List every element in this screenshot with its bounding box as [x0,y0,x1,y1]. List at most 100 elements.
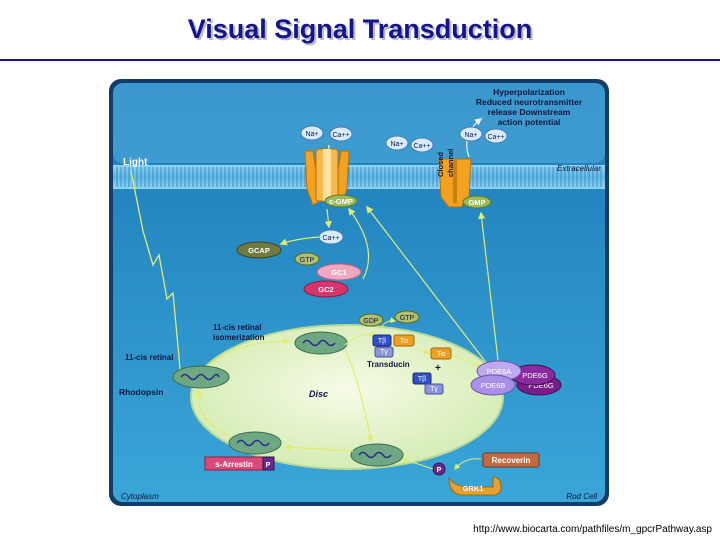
gc-to-cgmp-arrow [348,207,370,280]
isomerization-arrow [208,337,291,366]
sodium-ion-closed [385,135,409,151]
cgmp-to-calcium-arrow [324,208,332,229]
outcome-line-2: Reduced neurotransmitter [476,97,583,107]
rhodopsin-receptor-bottom-left [228,431,282,455]
transducin-gamma-free-label: Tγ [430,386,438,393]
calcium-ion-top-label: Ca++ [487,134,504,141]
pde-to-gmp-arrow [478,211,500,370]
pde6a-label: PDE6A [487,367,512,376]
source-citation: http://www.biocarta.com/pathfiles/m_gpcr… [473,524,712,535]
calcium-to-gcap-arrow [279,236,320,246]
gtp-molecule-transducin [394,310,420,324]
disc-membrane [190,324,504,470]
isomerization-label-2: isomerization [213,333,265,342]
closed-channel [438,158,472,208]
gc1-protein [316,263,362,281]
gmp-molecule [462,195,492,209]
gtp-transducin-label: GTP [400,315,415,322]
transducin-gamma-label: Tγ [380,349,388,356]
transducin-gamma [374,346,394,358]
closed-channel-label-2: channel [446,149,455,177]
sodium-ion-top-label: Na+ [464,132,477,139]
light-label: Light [123,157,148,168]
gmp-label: GMP [468,198,485,207]
gdp-label: GDP [363,318,379,325]
recoverin-protein [482,452,540,468]
gcap-label: GCAP [248,246,270,255]
light-ray [130,170,185,381]
transducin-beta-free [412,372,432,385]
activation-arrow [344,348,374,443]
calcium-ion-open [329,126,353,142]
cytoplasm-label: Cytoplasm [121,492,159,501]
deactivation-arrow [283,443,354,452]
cgmp-molecule [324,194,358,208]
transducin-gamma-free [424,383,444,395]
gc1-label: GC1 [331,268,346,277]
transducin-beta-label: Tβ [378,338,386,345]
transducin-beta [372,334,392,347]
rhodopsin-receptor-top [294,331,348,355]
pde6b-subunit [470,374,516,396]
gdp-gtp-exchange-arrow [378,317,397,332]
title-underline [0,59,720,61]
extracellular-region [113,83,605,163]
rhodopsin-receptor-bottom-right [350,443,404,467]
calcium-ion-closed-label: Ca++ [413,143,430,150]
calcium-ion-inside-label: Ca++ [322,235,339,242]
sodium-ion-open-label: Na+ [305,131,318,138]
sodium-ion-top [459,126,483,142]
calcium-ion-open-label: Ca++ [332,132,349,139]
calcium-ion-closed [410,137,434,153]
rhodopsin-receptor-left [172,365,230,389]
recoverin-label: Recoverin [492,456,531,465]
transducin-beta-free-label: Tβ [418,376,426,383]
pde-to-cgmp-arrow [366,205,492,370]
grk1-label: GRK1 [463,484,484,493]
pde6b-label: PDE6B [481,381,506,390]
transducin-alpha-free [430,347,452,360]
gcap-protein [236,241,282,259]
cis-retinal-label: 11-cis retinal [125,353,173,362]
calcium-ion-top [484,128,508,144]
slide-title: Visual Signal Transduction [187,14,533,44]
outcome-line-1: Hyperpolarization [493,87,565,97]
gtp-gc-label: GTP [300,257,315,264]
cgmp-label: c-GMP [329,197,353,206]
isomerization-label-1: 11-cis retinal [213,323,261,332]
s-arrestin-label: s-Arrestin [215,460,253,469]
grk1-protein [448,476,502,496]
signal-transduction-diagram: Hyperpolarization Reduced neurotransmitt… [109,79,609,506]
disc-label: Disc [309,389,328,399]
outcome-line-3: release Downstream [488,107,571,117]
pde6g-front-label: PDE6G [522,371,548,380]
phosphorylation-arrow [401,457,434,470]
transducin-alpha [393,334,415,347]
extracellular-label: Extracellular [557,164,601,173]
phosphate-grk-label: P [437,467,442,474]
pde6g-back-label: PDE6G [528,381,554,390]
transducin-alpha-label: Tα [400,338,408,345]
transducin-alpha-free-label: Tα [437,351,445,358]
outcome-line-4: action potential [498,117,561,127]
closed-channel-label-1: Closed [436,152,445,177]
open-cgmp-channel [304,148,350,206]
rhodopsin-label: Rhodopsin [119,387,163,397]
gdp-molecule [358,313,384,327]
recoverin-inhibit-arrow [454,458,482,470]
rod-cell-label: Rod Cell [566,492,597,501]
transducin-label: Transducin [367,360,410,369]
gc2-label: GC2 [318,285,333,294]
gc2-protein [303,280,349,298]
phosphate-arrestin-label: P [266,462,271,469]
plus-sign: + [435,363,441,374]
phosphate-arrestin [262,456,275,471]
plasma-membrane [113,165,605,189]
gtp-molecule-gc [294,252,320,266]
regeneration-arrow [194,389,232,438]
alpha-to-pde-arrow [452,354,483,368]
alpha-dissociation-arrow [416,348,431,355]
sodium-ion-closed-label: Na+ [390,141,403,148]
diagram-canvas: Hyperpolarization Reduced neurotransmitt… [109,79,609,506]
sodium-ion-open [300,125,324,141]
